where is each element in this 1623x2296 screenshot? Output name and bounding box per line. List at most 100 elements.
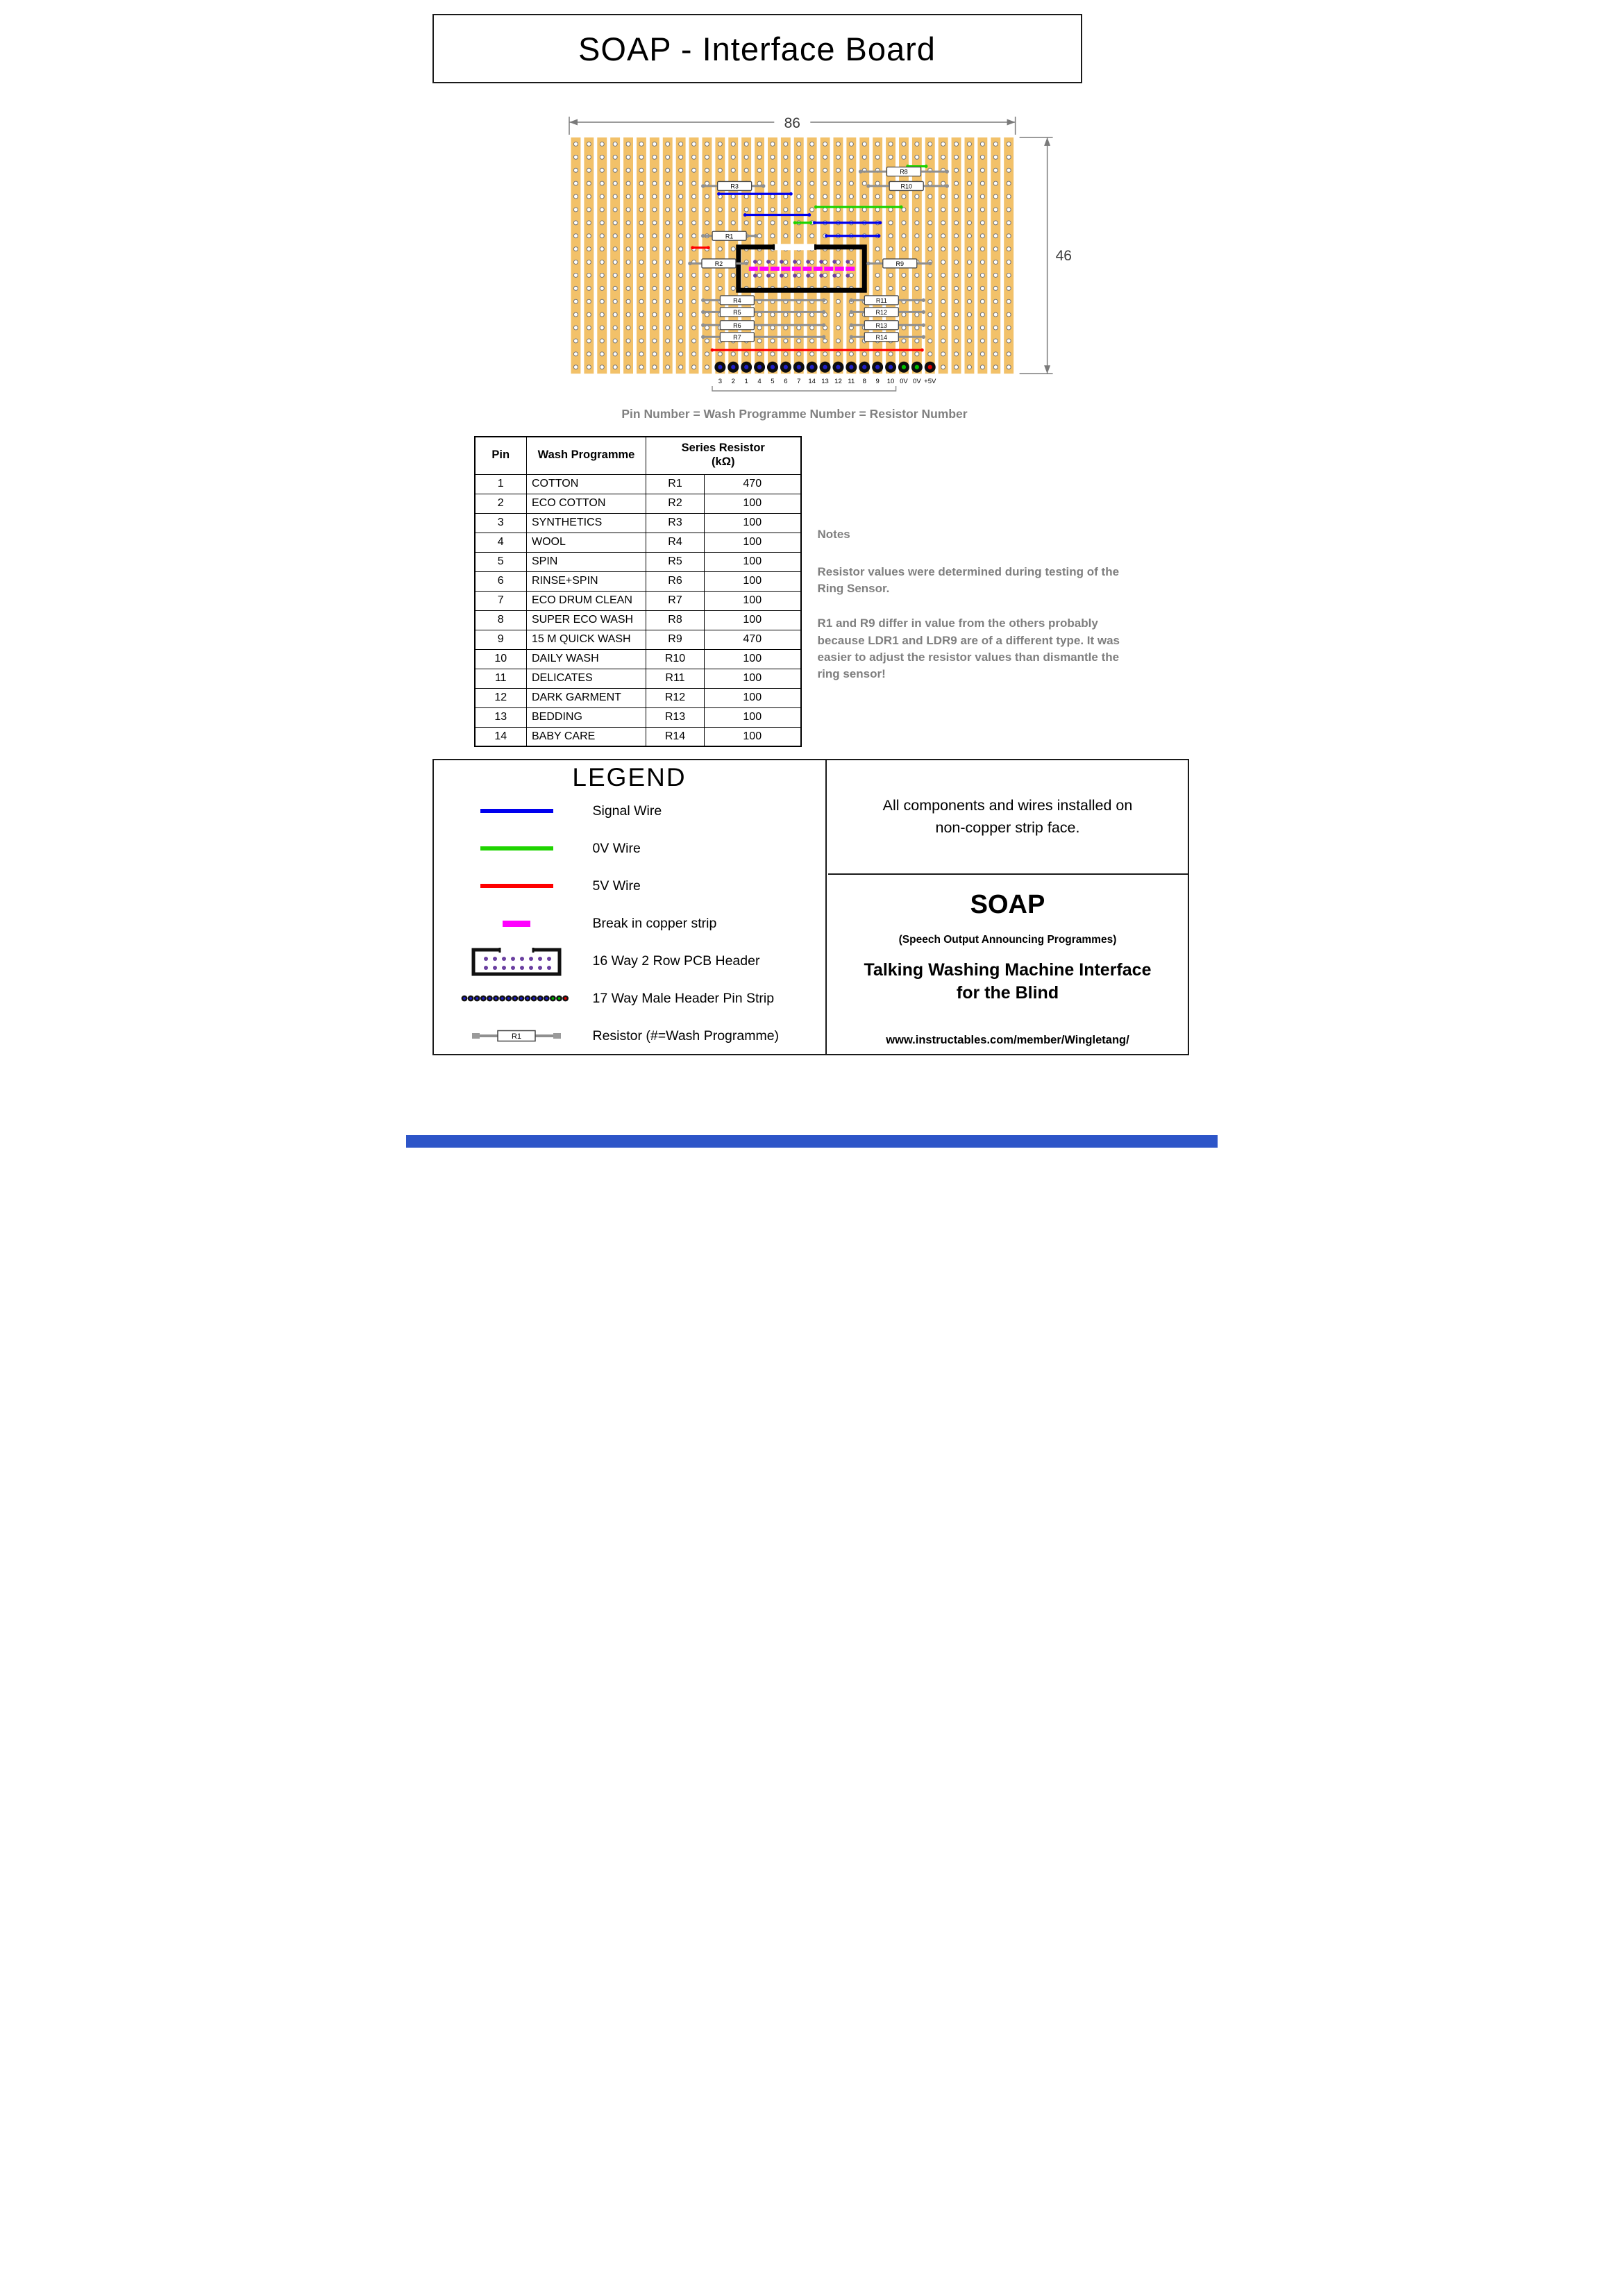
hole [979,207,985,212]
hole [875,246,880,252]
header-pin-dot [832,260,836,264]
hole [586,220,591,226]
hole [691,167,696,173]
programme-cell: DAILY WASH [526,648,646,669]
pin-label: 0V [913,378,921,385]
hole [757,312,762,317]
soap-info-box: SOAP (Speech Output Announcing Programme… [828,876,1188,1054]
hole [966,364,972,370]
hole [848,141,854,146]
pin-label: +5V [924,378,936,385]
hole [993,325,998,330]
hole [979,364,985,370]
hole [743,220,749,226]
hole [796,181,801,186]
hole [664,260,670,265]
hole [704,167,709,173]
programme-cell: SPIN [526,551,646,572]
hole [638,312,644,317]
hole [835,351,841,357]
hole [979,194,985,199]
hole [796,233,801,239]
pin-cell: 6 [474,571,527,592]
resistor-icon: R1 [472,1030,561,1042]
legend-swatch [442,993,591,1004]
resistor-R6: R6 [700,320,825,330]
hole [875,154,880,160]
hole [782,167,788,173]
resistor-R9: R9 [866,258,932,269]
copper-strip [675,137,686,374]
value-cell: 100 [704,707,801,728]
hole [743,272,749,278]
hole [979,246,985,252]
pin-group-bracket [711,386,896,392]
hole [704,285,709,291]
copper-strip [951,137,961,374]
hole [638,154,644,160]
signal-wire [743,213,811,217]
pin-cell: 12 [474,687,527,708]
hole [691,181,696,186]
hole [861,154,867,160]
hole [704,325,709,330]
hole [914,220,919,226]
hole [704,141,709,146]
hole [573,351,578,357]
hole [769,233,775,239]
hole [822,141,827,146]
header-pin-dot [818,260,823,264]
hole [914,312,919,317]
hole [651,141,657,146]
pin-cell: 9 [474,629,527,650]
hole [704,364,709,370]
hole [730,207,736,212]
copper-strip [596,137,607,374]
hole [953,167,959,173]
hole [769,167,775,173]
hole [769,194,775,199]
soap-subtitle: (Speech Output Announcing Programmes) [898,934,1117,946]
hole [638,299,644,304]
pin-label: 9 [875,378,879,385]
hole [875,351,880,357]
resistor-R3: R3 [700,181,765,192]
hole [573,246,578,252]
value-cell: 100 [704,493,801,514]
hole [691,364,696,370]
resistor-R13: R13 [849,320,925,330]
hole [809,167,814,173]
hole [678,220,683,226]
hole [966,141,972,146]
hole [927,154,932,160]
table-header-row: Pin Wash Programme Series Resistor (kΩ) [474,436,801,475]
hole [861,141,867,146]
hole [888,154,893,160]
hole [979,285,985,291]
hole [599,141,605,146]
hole [861,194,867,199]
hole [927,194,932,199]
header-pin-dot [792,274,797,278]
hole [678,194,683,199]
hole [717,141,723,146]
hole [586,285,591,291]
resistor-R7: R7 [700,332,825,342]
resistor-cell: R4 [646,532,705,553]
hole [993,351,998,357]
hole [966,351,972,357]
board-caption: Pin Number = Wash Programme Number = Res… [621,407,968,421]
hole [900,154,906,160]
copper-strip [649,137,659,374]
header-pin-dot [752,260,757,264]
hole [638,220,644,226]
hole [599,233,605,239]
pin-cell: 11 [474,668,527,689]
hole [848,207,854,212]
hole [769,220,775,226]
hole [927,299,932,304]
hole [651,272,657,278]
